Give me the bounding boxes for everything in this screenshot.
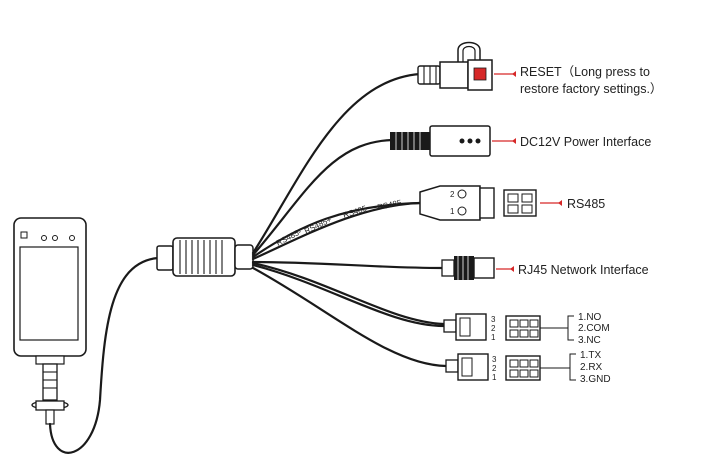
serial-pin-1: 1	[492, 373, 497, 382]
serial-connector: 3 2 1	[445, 353, 576, 382]
face-terminal-device	[13, 217, 87, 425]
serial-pin-3: 3	[492, 355, 497, 364]
main-connector	[156, 237, 254, 277]
power-connector	[390, 125, 491, 157]
serial-pin-tx: 1.TX	[580, 350, 601, 361]
relay-pin-2: 2	[491, 324, 496, 333]
relay-pin-com: 2.COM	[578, 323, 610, 334]
serial-pin-rx: 2.RX	[580, 362, 603, 373]
rj45-connector	[441, 256, 495, 280]
reset-label-line2: restore factory settings.）	[520, 82, 662, 96]
cable-text-wire-2: RS485	[377, 198, 403, 212]
relay-pin-nc: 3.NC	[578, 335, 601, 346]
reset-connector	[417, 41, 493, 91]
rs485-pin-2: 2	[450, 190, 455, 199]
rs485-pin-1: 1	[450, 207, 455, 216]
relay-connector: 3 2 1	[443, 313, 574, 342]
serial-pin-2: 2	[492, 364, 497, 373]
serial-pin-gnd: 3.GND	[580, 374, 611, 385]
relay-pin-1: 1	[491, 333, 496, 342]
fanout-cables	[251, 72, 448, 368]
power-label: DC12V Power Interface	[520, 135, 651, 149]
cable-text-wire-1: RS485	[342, 204, 369, 220]
rs485-label: RS485	[567, 197, 605, 211]
rs485-connector: 2 1	[419, 185, 537, 221]
rj45-label: RJ45 Network Interface	[518, 263, 649, 277]
relay-pin-3: 3	[491, 315, 496, 324]
relay-pin-no: 1.NO	[578, 312, 602, 323]
main-cable	[48, 256, 160, 454]
reset-label-line1: RESET（Long press to	[520, 65, 650, 79]
